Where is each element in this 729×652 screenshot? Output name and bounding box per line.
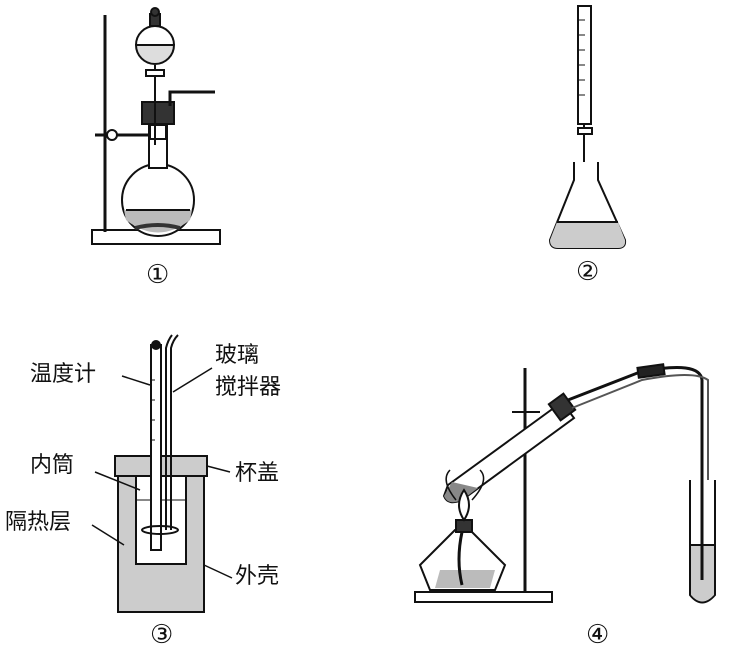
label-shell: 外壳 bbox=[235, 564, 280, 589]
flame bbox=[458, 488, 470, 522]
label-inner-cup: 内筒 bbox=[30, 453, 75, 478]
figure-3-calorimeter bbox=[91, 334, 233, 613]
figure-1-number: ① bbox=[146, 260, 170, 290]
figure-4-number: ④ bbox=[586, 620, 610, 650]
stopcock bbox=[577, 127, 593, 135]
stand-base bbox=[414, 591, 553, 603]
figure-3-number: ③ bbox=[150, 620, 174, 650]
stirrer-ring bbox=[141, 525, 179, 535]
delivery-tube bbox=[168, 90, 215, 106]
delivery-tube bbox=[567, 366, 704, 580]
label-glass: 玻璃 bbox=[215, 343, 260, 368]
label-lid: 杯盖 bbox=[235, 461, 280, 486]
separatory-funnel bbox=[134, 44, 176, 65]
figure-2-number: ② bbox=[576, 257, 600, 287]
label-stirrer: 搅拌器 bbox=[215, 375, 282, 400]
thermometer bbox=[150, 344, 162, 551]
figure-2-titration bbox=[548, 5, 627, 249]
label-thermometer: 温度计 bbox=[30, 362, 97, 387]
tube-stopper bbox=[547, 392, 577, 422]
figure-4-heating bbox=[414, 363, 716, 604]
label-insulation: 隔热层 bbox=[5, 510, 72, 535]
figure-1-gas-generator bbox=[91, 7, 221, 245]
glass-stirrer bbox=[165, 334, 173, 530]
